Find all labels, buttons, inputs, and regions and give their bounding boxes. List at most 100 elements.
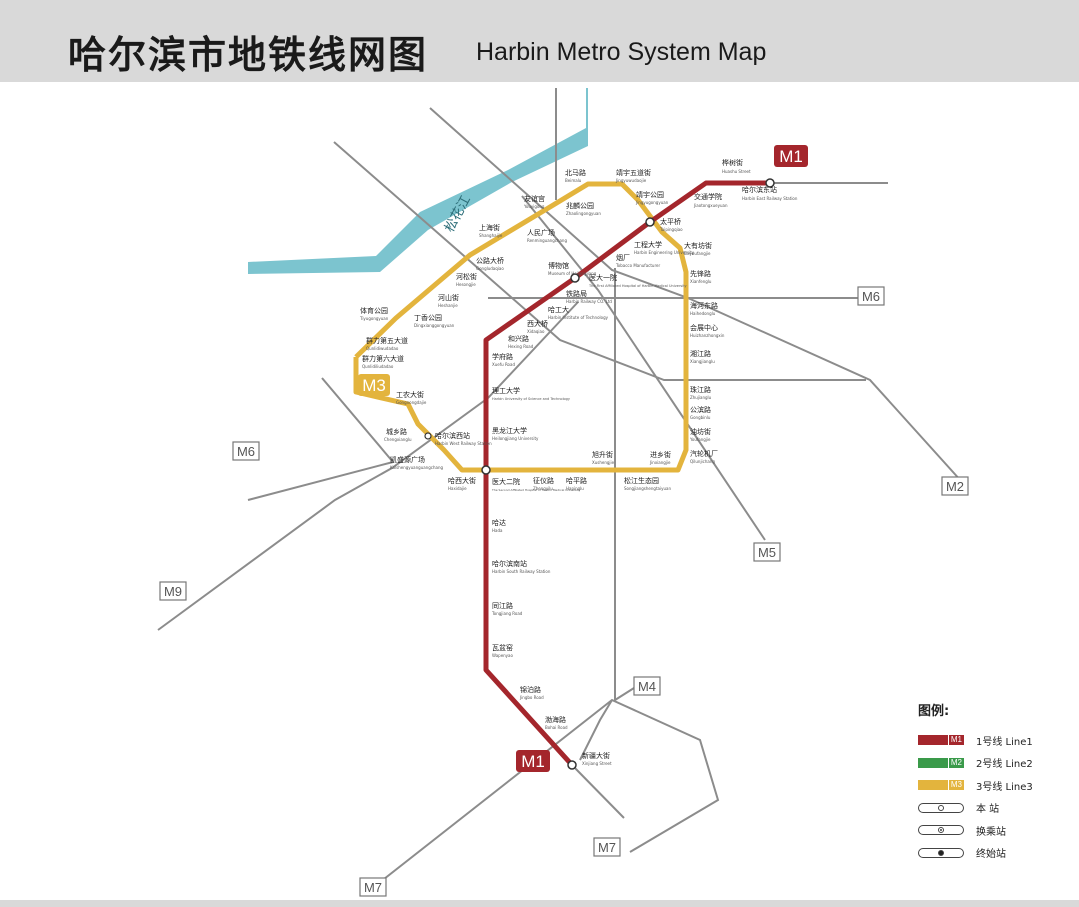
station-label-en: Zhengyilu [533, 486, 553, 491]
badge-m2[interactable]: M2 [941, 476, 969, 496]
station-label-en: Kaishengyuanguangchang [390, 465, 443, 470]
station-label: 旭升街 [592, 450, 613, 459]
planned-line-m1-south [571, 764, 625, 819]
svg-text:M9: M9 [164, 584, 182, 599]
badge-m6-east[interactable]: M6 [857, 286, 885, 306]
station-label: 哈西大街 [448, 476, 476, 485]
station-label: 靖宇公园 [636, 190, 664, 199]
station-label-en: Xuefu Road [492, 362, 515, 367]
station-label: 汽轮机厂 [690, 449, 718, 458]
station-labels: 哈尔滨东站 Harbin East Railway Station 桦树街 Hu… [359, 158, 798, 766]
station-label-en: Xiangjianglu [690, 359, 715, 364]
station-label: 海河东路 [690, 301, 718, 310]
terminal-station-hrb-east[interactable] [765, 178, 775, 188]
legend-row-line3: M3 3号线 Line3 [918, 774, 1068, 797]
station-label: 交通学院 [694, 192, 722, 201]
station-label-en: Tobacco Manufacturer [615, 263, 660, 268]
station-label-en: Hexing Road [508, 344, 534, 349]
metro-map: 松花江 哈尔滨东站 Harbin East Railway Station 桦树… [157, 88, 969, 897]
planned-line-m9 [157, 301, 579, 631]
station-label: 珠江路 [690, 385, 711, 394]
legend-row-transfer-station: 换乘站 [918, 819, 1068, 842]
station-label-en: Taipingqiao [659, 227, 683, 232]
station-label-en: Tongjiang Road [491, 611, 523, 616]
station-harbin-west[interactable] [424, 432, 432, 440]
badge-m4[interactable]: M4 [633, 676, 661, 696]
legend-row-line2: M2 2号线 Line2 [918, 752, 1068, 775]
station-label: 理工大学 [492, 386, 520, 395]
station-label-en: Harbin University of Science and Technol… [492, 397, 570, 401]
station-label-en: Museum of Heilongjiang [548, 271, 597, 276]
station-label-en: Qilunjichang [690, 459, 715, 464]
line3-route [353, 181, 689, 473]
svg-text:M3: M3 [362, 376, 386, 395]
station-label-en: Heilongjiang University [492, 436, 539, 441]
station-label: 征仪路 [533, 476, 554, 485]
stations-layer [424, 178, 775, 770]
station-label-en: Tiyugongyuan [359, 316, 389, 321]
station-label: 北马路 [565, 168, 586, 177]
transfer-station-yidaeryuan[interactable] [481, 465, 491, 475]
page-title-cn: 哈尔滨市地铁线网图 [68, 33, 429, 77]
badge-m6-west[interactable]: M6 [232, 441, 260, 461]
svg-text:M5: M5 [758, 545, 776, 560]
station-label-en: Songjiangshengtaiyuan [624, 486, 671, 491]
station-label-en: Hesongjie [456, 282, 476, 287]
page-title-en: Harbin Metro System Map [476, 38, 767, 66]
station-label: 锦泊路 [520, 685, 541, 694]
station-label-en: Gongnongdajie [396, 400, 427, 405]
svg-text:M2: M2 [946, 479, 964, 494]
station-label-en: Chengxianglu [384, 437, 412, 442]
station-label: 城乡路 [386, 427, 407, 436]
station-label: 哈平路 [566, 476, 587, 485]
station-label: 哈尔滨南站 [492, 559, 527, 568]
station-label: 靖宇五道街 [616, 168, 651, 177]
legend: 图例: M1 1号线 Line1 M2 2号线 Line2 M3 3号线 Lin… [918, 700, 1068, 864]
station-label-en: Xushengjie [592, 460, 615, 465]
terminal-station-icon [918, 847, 964, 858]
planned-line-m7-west [369, 698, 720, 891]
station-label: 兆麟公园 [566, 201, 594, 210]
legend-row-terminal-station: 终始站 [918, 842, 1068, 865]
svg-text:M1: M1 [779, 147, 803, 166]
station-label-en: Beimalu [565, 178, 582, 183]
transfer-station-taipingqiao[interactable] [645, 217, 655, 227]
badge-m9[interactable]: M9 [159, 581, 187, 601]
footer-bar [0, 900, 1079, 907]
station-label-en: Jiaotongxueyuan [693, 203, 728, 208]
header-bar: 哈尔滨市地铁线网图 Harbin Metro System Map [0, 0, 1079, 82]
badge-m1-north[interactable]: M1 [774, 145, 808, 167]
planned-line-m4 [614, 268, 635, 702]
legend-swatch-line2: M2 [918, 757, 964, 768]
station-label: 太平桥 [660, 217, 681, 226]
station-label-en: Zhujianglu [690, 395, 712, 400]
badge-m7-west[interactable]: M7 [359, 877, 387, 897]
svg-text:M4: M4 [638, 679, 656, 694]
station-label: 公路大桥 [476, 256, 504, 265]
badge-m7-east[interactable]: M7 [593, 837, 621, 857]
svg-text:M1: M1 [521, 752, 545, 771]
station-label-en: Dayoufangjie [684, 251, 711, 256]
station-label-en: Harbin East Railway Station [742, 196, 798, 201]
badge-m1-south[interactable]: M1 [516, 750, 550, 772]
station-label: 黑龙江大学 [492, 426, 527, 435]
station-label-en: Shanghaijie [479, 233, 503, 238]
station-label-en: Huashu Street [722, 169, 751, 174]
station-label: 烟厂 [616, 253, 630, 262]
station-label-en: Huizhanzhongxin [690, 333, 725, 338]
station-label-en: The First Affiliated Hospital of Harbin … [588, 284, 687, 288]
station-label-en: Jingbo Road [519, 695, 544, 700]
station-label: 先锋路 [690, 269, 711, 278]
station-label: 湘江路 [690, 349, 711, 358]
station-label: 丁香公园 [414, 313, 442, 322]
transfer-station-museum[interactable] [570, 273, 580, 283]
badge-m3[interactable]: M3 [358, 374, 390, 396]
badge-m5[interactable]: M5 [753, 542, 781, 562]
terminal-station-xinjiang[interactable] [567, 760, 577, 770]
legend-title: 图例: [918, 704, 950, 719]
station-label-en: Qunlidiliudadao [362, 364, 394, 369]
station-label: 会展中心 [690, 323, 718, 332]
station-label-en: Qunlidiwudadao [366, 346, 399, 351]
legend-row-normal-station: 本 站 [918, 797, 1068, 820]
line-badges: M1 M1 M3 M6 M6 M2 M5 M9 [159, 145, 969, 897]
